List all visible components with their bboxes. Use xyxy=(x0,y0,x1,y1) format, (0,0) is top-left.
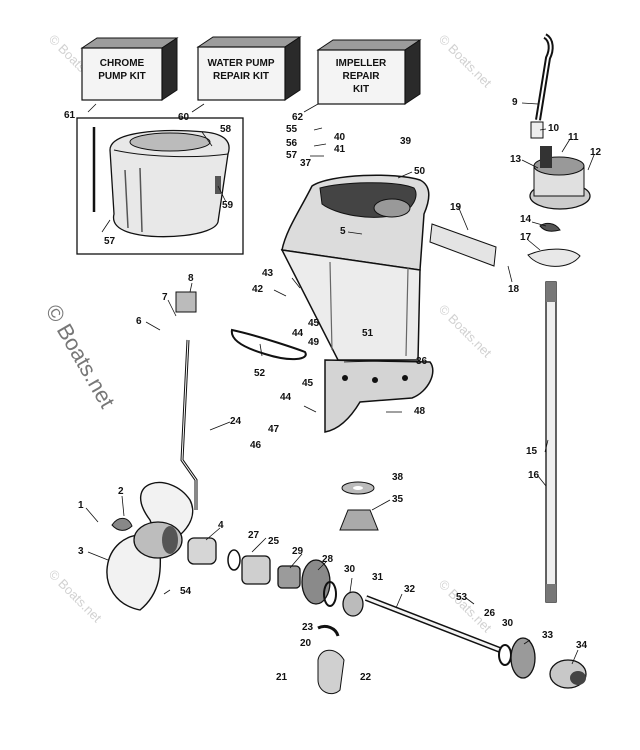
kit-label: REPAIR xyxy=(342,71,380,82)
callout-number: 31 xyxy=(372,572,384,583)
callout-number: 44 xyxy=(292,328,304,339)
callout-number: 2 xyxy=(118,486,124,497)
callout-number: 37 xyxy=(300,158,312,169)
callout-number: 57 xyxy=(104,236,116,247)
callout-number: 34 xyxy=(576,640,588,651)
callout-number: 50 xyxy=(414,166,426,177)
callout-number: 35 xyxy=(392,494,404,505)
callout-number: 41 xyxy=(334,144,346,155)
callout-number: 61 xyxy=(64,110,76,121)
kit-label: REPAIR KIT xyxy=(213,71,269,82)
inset-exhaust-housing xyxy=(76,117,244,255)
callout-number: 58 xyxy=(220,124,232,135)
kit-label: KIT xyxy=(353,84,369,95)
callout-number: 28 xyxy=(322,554,334,565)
callout-number: 48 xyxy=(414,406,426,417)
driveshaft xyxy=(545,281,557,603)
callout-number: 25 xyxy=(268,536,280,547)
callout-number: 16 xyxy=(528,470,540,481)
callout-number: 19 xyxy=(450,202,462,213)
callout-number: 14 xyxy=(520,214,532,225)
propshaft-gears xyxy=(187,537,587,689)
callout-number: 15 xyxy=(526,446,538,457)
kit-box-water-pump: WATER PUMP REPAIR KIT xyxy=(196,36,302,101)
callout-number: 18 xyxy=(508,284,520,295)
callout-number: 56 xyxy=(286,138,298,149)
leader-lines xyxy=(85,102,595,665)
callout-number: 59 xyxy=(222,200,234,211)
kit-label: CHROME xyxy=(100,58,145,69)
callout-number: 12 xyxy=(590,147,602,158)
callout-number: 54 xyxy=(180,586,192,597)
callout-number: 8 xyxy=(188,273,194,284)
driveshaft-housing xyxy=(280,174,430,361)
water-pump-assembly xyxy=(527,33,591,267)
callout-number: 4 xyxy=(218,520,224,531)
kit-label: PUMP KIT xyxy=(98,71,146,82)
kit-box-impeller: IMPELLER REPAIR KIT xyxy=(316,39,422,105)
callout-number: 30 xyxy=(344,564,356,575)
shift-lever xyxy=(317,624,345,695)
watermark: © Boats.net xyxy=(436,32,495,91)
kit-label: IMPELLER xyxy=(336,58,387,69)
callout-number: 9 xyxy=(512,97,518,108)
kit-label: WATER PUMP xyxy=(207,58,274,69)
callout-number: 11 xyxy=(568,132,579,143)
callout-number: 57 xyxy=(286,150,298,161)
callout-number: 20 xyxy=(300,638,312,649)
callout-number: 33 xyxy=(542,630,554,641)
watermark: © Boats.net xyxy=(46,567,105,626)
callout-number: 49 xyxy=(308,337,320,348)
gasket-loop xyxy=(230,328,307,360)
callout-number: 17 xyxy=(520,232,532,243)
callout-number: 42 xyxy=(252,284,264,295)
callout-number: 1 xyxy=(78,500,84,511)
callout-number: 21 xyxy=(276,672,288,683)
callout-number: 47 xyxy=(268,424,280,435)
callout-number: 53 xyxy=(456,592,468,603)
callout-number: 6 xyxy=(136,316,142,327)
callout-number: 24 xyxy=(230,416,242,427)
callout-number: 52 xyxy=(254,368,266,379)
callout-number: 51 xyxy=(362,328,374,339)
callout-number: 46 xyxy=(250,440,262,451)
callout-number: 55 xyxy=(286,124,298,135)
callout-number: 32 xyxy=(404,584,416,595)
callout-number: 62 xyxy=(292,112,304,123)
shift-rod xyxy=(175,291,198,510)
callout-number: 39 xyxy=(400,136,412,147)
propeller xyxy=(106,481,194,611)
callout-numbers: 1 2 3 4 5 6 7 8 9 10 11 12 13 14 15 16 1… xyxy=(64,97,602,683)
callout-number: 30 xyxy=(502,618,514,629)
callout-number: 60 xyxy=(178,112,190,123)
callout-number: 23 xyxy=(302,622,314,633)
callout-number: 3 xyxy=(78,546,84,557)
callout-number: 5 xyxy=(340,226,346,237)
lower-gearcase xyxy=(324,359,434,433)
callout-number: 13 xyxy=(510,154,522,165)
callout-number: 22 xyxy=(360,672,372,683)
callout-number: 36 xyxy=(416,356,428,367)
kit-box-chrome-pump: CHROME PUMP KIT xyxy=(80,37,179,101)
callout-number: 45 xyxy=(302,378,314,389)
callout-number: 38 xyxy=(392,472,404,483)
callout-number: 43 xyxy=(262,268,274,279)
callout-number: 45 xyxy=(308,318,320,329)
callout-number: 7 xyxy=(162,292,168,303)
pinion-gear xyxy=(339,481,379,531)
trim-plate xyxy=(429,223,497,267)
watermark-large: © Boats.net xyxy=(41,300,120,412)
callout-number: 27 xyxy=(248,530,260,541)
watermark: © Boats.net xyxy=(436,302,495,361)
callout-number: 26 xyxy=(484,608,496,619)
callout-number: 29 xyxy=(292,546,304,557)
callout-number: 40 xyxy=(334,132,346,143)
callout-number: 44 xyxy=(280,392,292,403)
callout-number: 10 xyxy=(548,123,560,134)
